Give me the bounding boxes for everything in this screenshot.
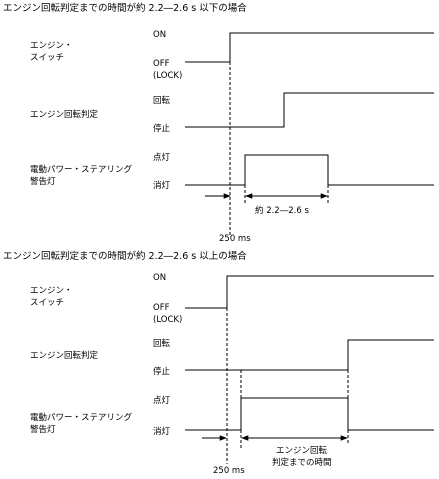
engine-low-label: 停止 <box>153 366 171 377</box>
warning-low-label: 消灯 <box>153 426 171 437</box>
duration-label-line2: 判定までの時間 <box>272 457 332 468</box>
switch-low-label-line1: OFF <box>153 59 170 69</box>
engine-low-label: 停止 <box>153 123 171 134</box>
switch-label-line2: スイッチ <box>30 298 64 308</box>
switch-label-line2: スイッチ <box>30 53 64 63</box>
engine-high-label: 回転 <box>153 96 171 106</box>
warning-label-line1: 電動パワー・ステアリング <box>30 412 133 423</box>
warning-low-label: 消灯 <box>153 180 171 191</box>
switch-label-line1: エンジン・ <box>30 41 73 51</box>
engine-waveform <box>185 92 434 128</box>
switch-low-label-line2: (LOCK) <box>153 315 182 325</box>
duration-label-line1: エンジン回転 <box>276 446 328 456</box>
switch-low-label-line1: OFF <box>153 303 170 313</box>
engine-judgment-label: エンジン回転判定 <box>30 109 99 120</box>
warning-waveform <box>185 397 434 431</box>
section-1-title: エンジン回転判定までの時間が約 2.2―2.6 s 以下の場合 <box>3 2 247 14</box>
duration-label: 約 2.2―2.6 s <box>255 205 309 216</box>
warning-waveform <box>185 154 434 186</box>
engine-judgment-label: エンジン回転判定 <box>30 350 99 361</box>
switch-waveform <box>185 275 434 309</box>
section-1: エンジン回転判定までの時間が約 2.2―2.6 s 以下の場合 エンジン・ スイ… <box>3 2 434 244</box>
switch-waveform <box>185 32 434 63</box>
engine-high-label: 回転 <box>153 339 171 349</box>
warning-high-label: 点灯 <box>153 152 171 163</box>
warning-label-line2: 警告灯 <box>30 424 56 435</box>
section-2-title: エンジン回転判定までの時間が約 2.2―2.6 s 以上の場合 <box>3 250 247 262</box>
warning-high-label: 点灯 <box>153 395 171 406</box>
switch-low-label-line2: (LOCK) <box>153 71 182 81</box>
switch-label-line1: エンジン・ <box>30 286 73 296</box>
delay-label: 250 ms <box>213 466 245 476</box>
delay-label: 250 ms <box>219 234 251 244</box>
warning-label-line2: 警告灯 <box>30 176 56 187</box>
section-2: エンジン回転判定までの時間が約 2.2―2.6 s 以上の場合 エンジン・ スイ… <box>3 250 434 476</box>
switch-high-label: ON <box>153 30 166 40</box>
engine-waveform <box>185 339 434 371</box>
warning-label-line1: 電動パワー・ステアリング <box>30 164 133 175</box>
switch-high-label: ON <box>153 273 166 283</box>
